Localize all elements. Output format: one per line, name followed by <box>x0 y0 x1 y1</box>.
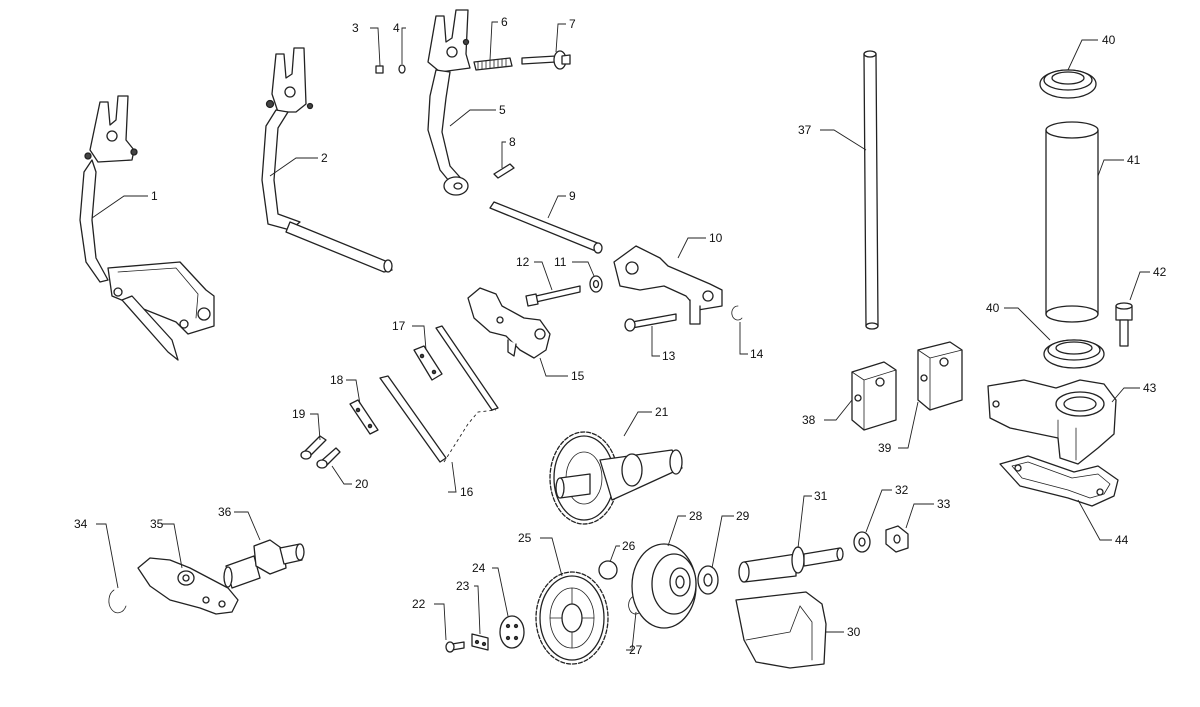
callout-31: 31 <box>814 489 828 503</box>
callout-13: 13 <box>662 349 676 363</box>
callout-17: 17 <box>392 319 406 333</box>
part-37-long-rod <box>863 50 879 330</box>
part-8-dowel-pin <box>493 163 515 179</box>
part-13-screw <box>624 313 677 332</box>
part-12-screw <box>525 285 581 307</box>
callout-32: 32 <box>895 483 909 497</box>
callout-19: 19 <box>292 407 306 421</box>
part-3-nut <box>375 65 384 74</box>
part-14-circlip <box>731 305 743 321</box>
part-42-bolt <box>1115 302 1133 347</box>
part-21-camshaft-gear <box>549 431 683 525</box>
part-2-lever-shaft <box>261 47 393 273</box>
part-40-seal-ring-bottom <box>1043 339 1105 369</box>
part-44-gasket <box>999 455 1119 507</box>
part-32-washer <box>853 531 871 553</box>
callout-15: 15 <box>571 369 585 383</box>
callout-22: 22 <box>412 597 426 611</box>
callout-33: 33 <box>937 497 951 511</box>
callout-24: 24 <box>472 561 486 575</box>
part-1-lever-assembly <box>79 95 215 361</box>
part-43-housing <box>987 379 1117 465</box>
callout-28: 28 <box>689 509 703 523</box>
callout-29: 29 <box>736 509 750 523</box>
callout-40-bottom: 40 <box>986 301 1000 315</box>
part-19-screw <box>300 435 327 460</box>
callout-26: 26 <box>622 539 636 553</box>
callout-3: 3 <box>352 21 359 35</box>
part-23-plate <box>471 633 489 651</box>
callout-35: 35 <box>150 517 164 531</box>
part-31-shaft <box>738 546 844 583</box>
callout-20: 20 <box>355 477 369 491</box>
callout-1: 1 <box>151 189 158 203</box>
part-7-pin <box>521 50 571 70</box>
callout-43: 43 <box>1143 381 1157 395</box>
callout-44: 44 <box>1115 533 1129 547</box>
callout-11: 11 <box>554 255 567 269</box>
part-18-plate <box>349 399 379 435</box>
part-24-disc <box>499 615 525 649</box>
part-17-plate <box>413 345 443 381</box>
part-6-spring <box>473 57 513 71</box>
part-16-dashed-link <box>443 409 497 463</box>
callout-labels: 1 2 3 4 5 6 7 8 9 10 11 12 13 14 15 16 1… <box>74 15 1167 657</box>
callout-2: 2 <box>321 151 328 165</box>
leader-lines <box>91 21 1150 651</box>
callout-9: 9 <box>569 189 576 203</box>
part-11-washer <box>589 275 603 293</box>
part-25-spoked-gear <box>535 571 609 665</box>
part-10-bracket <box>613 245 723 325</box>
callout-10: 10 <box>709 231 723 245</box>
part-38-block <box>851 361 897 431</box>
callout-21: 21 <box>655 405 669 419</box>
callout-40-top: 40 <box>1102 33 1116 47</box>
part-20-screw <box>316 447 341 469</box>
part-26-ball <box>598 560 618 580</box>
callout-30: 30 <box>847 625 861 639</box>
callout-16: 16 <box>460 485 474 499</box>
part-35-cam-follower <box>137 557 239 615</box>
part-40-seal-ring-top <box>1039 69 1097 99</box>
part-41-tube <box>1045 121 1099 323</box>
callout-5: 5 <box>499 103 506 117</box>
part-30-cover <box>735 591 827 669</box>
part-33-nut <box>885 525 909 553</box>
callout-18: 18 <box>330 373 344 387</box>
callout-34: 34 <box>74 517 88 531</box>
callout-42: 42 <box>1153 265 1167 279</box>
callout-14: 14 <box>750 347 764 361</box>
callout-6: 6 <box>501 15 508 29</box>
callout-7: 7 <box>569 17 576 31</box>
part-15-cam-bracket <box>467 287 551 359</box>
part-29-washer <box>697 565 719 595</box>
part-16-blades <box>379 325 499 463</box>
part-34-circlip <box>108 589 127 614</box>
part-9-rod <box>489 201 603 254</box>
callout-12: 12 <box>516 255 530 269</box>
callout-25: 25 <box>518 531 532 545</box>
part-4-ring <box>398 64 406 74</box>
part-28-pulley <box>631 543 697 629</box>
callout-8: 8 <box>509 135 516 149</box>
callout-4: 4 <box>393 21 400 35</box>
part-5-lever <box>427 9 471 196</box>
part-36-bushing <box>223 539 305 589</box>
part-39-block <box>917 341 963 411</box>
part-22-screw <box>445 641 465 653</box>
callout-37: 37 <box>798 123 812 137</box>
callout-38: 38 <box>802 413 816 427</box>
callout-39: 39 <box>878 441 892 455</box>
callout-23: 23 <box>456 579 470 593</box>
callout-27: 27 <box>629 643 643 657</box>
callout-41: 41 <box>1127 153 1141 167</box>
callout-36: 36 <box>218 505 232 519</box>
